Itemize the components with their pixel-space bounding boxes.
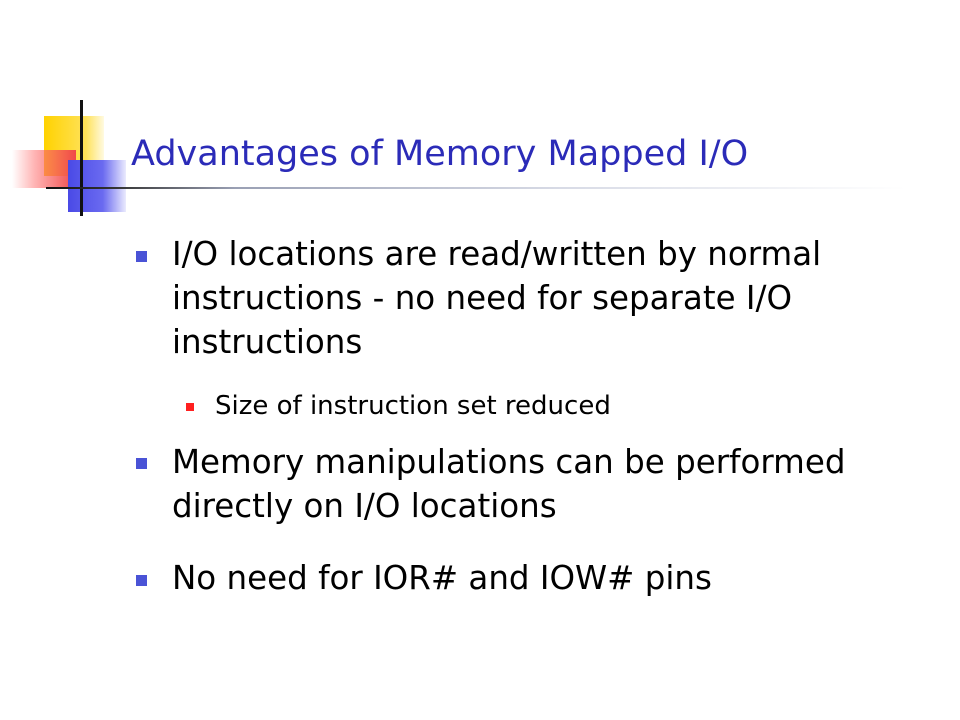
bullet-text: I/O locations are read/written by normal… [172,235,822,361]
slide-title: Advantages of Memory Mapped I/O [131,134,749,174]
colored-squares-logo-icon [0,0,140,230]
red-square [12,150,76,188]
bullet-marker [136,575,147,586]
sub-bullet-marker [186,403,194,411]
sub-bullet-text: Size of instruction set reduced [215,391,611,421]
bullet-text: Memory manipulations can be performed di… [172,443,846,525]
title-underline [46,187,906,189]
vertical-rule [80,100,83,216]
bullet-text: No need for IOR# and IOW# pins [172,559,712,597]
bullet-marker [136,458,147,469]
bullet-marker [136,251,147,262]
blue-square [68,160,126,212]
